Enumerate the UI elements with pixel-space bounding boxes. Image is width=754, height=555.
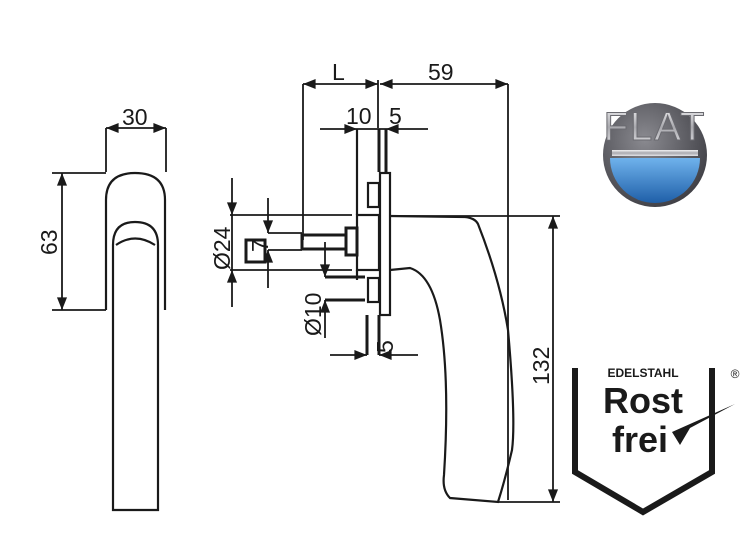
spindle: [300, 233, 348, 251]
dim-height-label: 63: [36, 229, 62, 255]
registered-mark: ®: [731, 367, 740, 381]
dim-dia10-label: Ø10: [300, 293, 326, 336]
side-view: L 59 10 5 Ø24 7 Ø10: [209, 59, 560, 504]
flat-logo: FLAT: [603, 103, 707, 207]
rostfrei-line1: Rost: [603, 380, 683, 421]
rose-plate: [378, 171, 392, 317]
swoosh-icon: [672, 404, 735, 445]
dim-dia24-label: Ø24: [209, 226, 235, 270]
lever-side-profile: [389, 214, 515, 504]
dim-5-bottom-label: 5: [372, 340, 398, 353]
lever-front: [111, 220, 160, 512]
rostfrei-line2: frei: [612, 419, 668, 460]
front-view: 30 63: [36, 104, 167, 512]
rose-outline: [104, 171, 167, 310]
rose-boss: [355, 213, 381, 272]
rostfrei-top-text: EDELSTAHL: [607, 366, 678, 380]
dim-7-label: 7: [247, 239, 273, 252]
dim-5-label: 5: [389, 103, 402, 129]
rostfrei-logo: EDELSTAHL ® Rost frei: [572, 366, 740, 516]
dim-132-label: 132: [528, 347, 554, 385]
dim-width-label: 30: [122, 104, 148, 130]
flat-logo-text: FLAT: [604, 105, 707, 149]
dim-59-label: 59: [428, 59, 454, 85]
dim-10-label: 10: [346, 103, 372, 129]
dim-L-label: L: [332, 59, 345, 85]
